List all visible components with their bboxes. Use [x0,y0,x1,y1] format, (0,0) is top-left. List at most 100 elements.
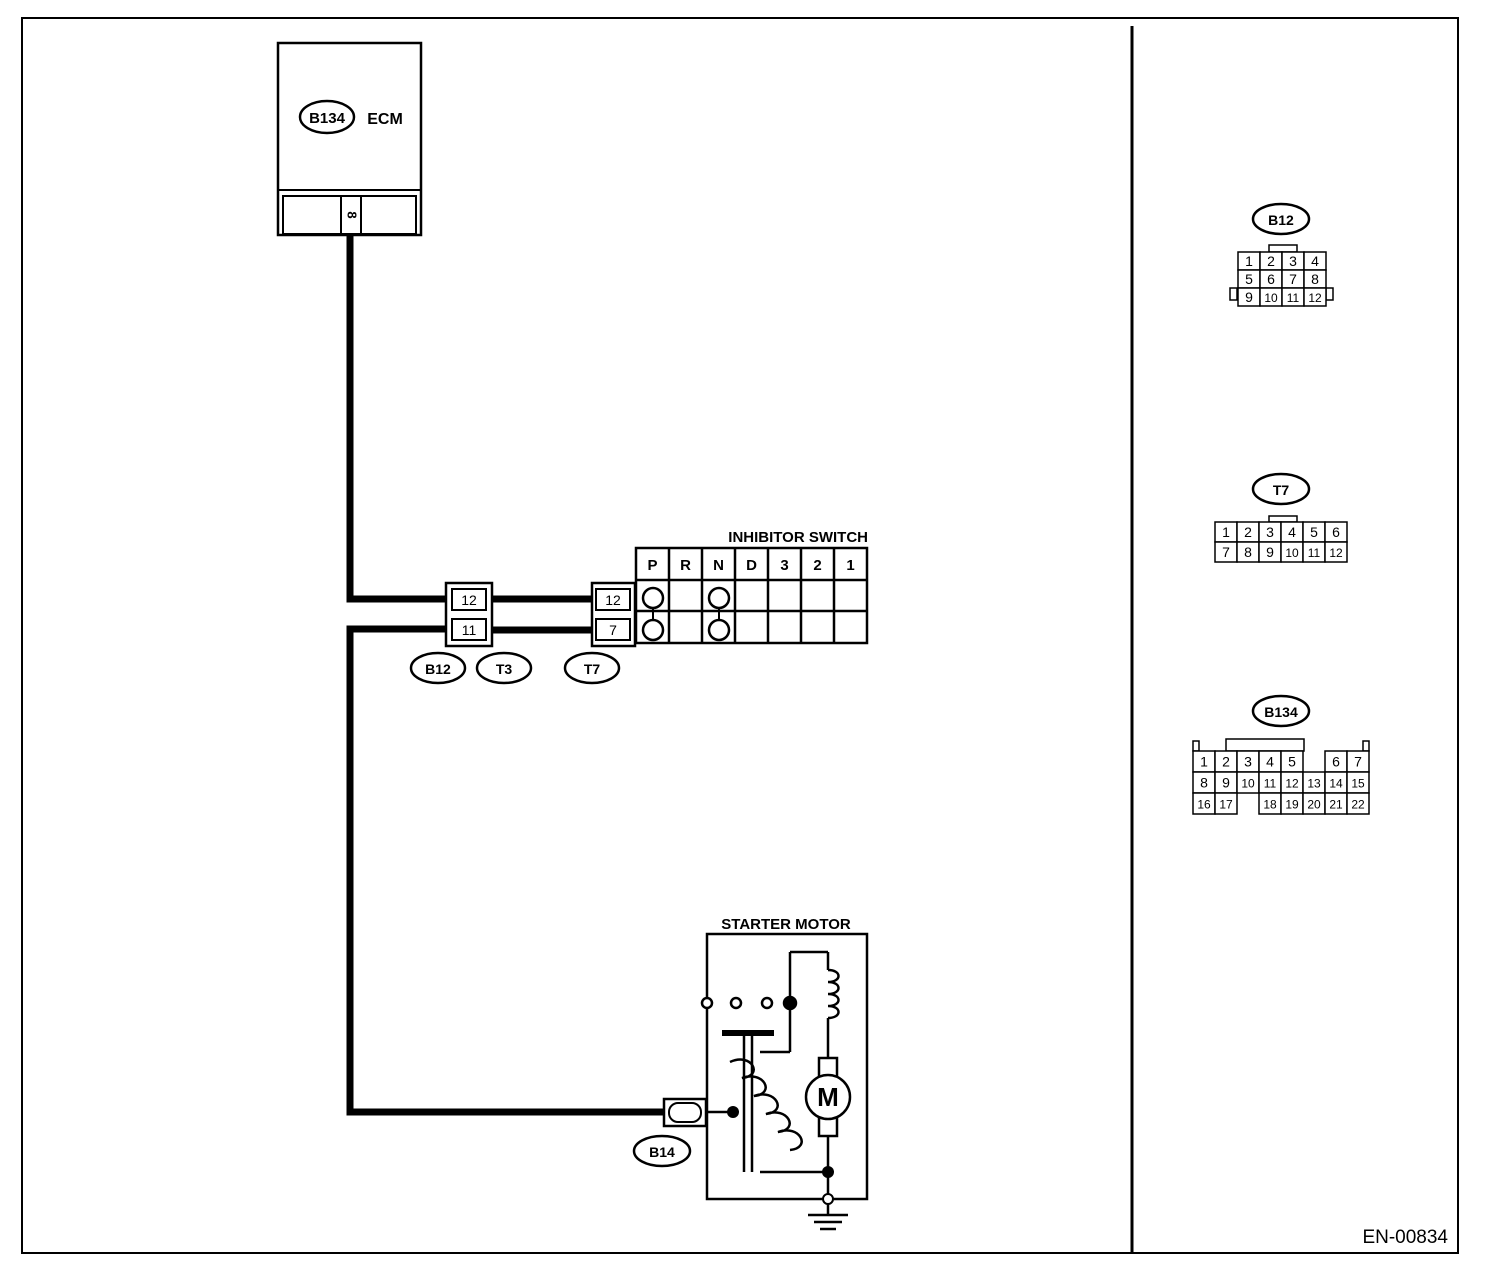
ecm-pin-label: 8 [345,211,360,218]
b12-pin-6: 6 [1267,271,1275,287]
connector-view-t7-label: T7 [1273,482,1290,498]
b134-pin-14: 14 [1329,777,1343,791]
b134-pin-12: 12 [1285,777,1299,791]
b134-pin-21: 21 [1329,798,1343,812]
connector-view-b12-badge [1251,202,1311,236]
junction-label-t7: T7 [584,661,601,677]
t7-pin-6: 6 [1332,524,1340,540]
inhibitor-switch-title: INHIBITOR SWITCH [728,529,868,546]
b12-pin-1: 1 [1245,253,1253,269]
contact-p-pin12 [641,586,665,610]
motor-junction-dot [822,1166,834,1178]
b134-pin-8: 8 [1200,775,1208,791]
b12-pin-11: 11 [1287,291,1300,305]
b12-pin-9: 9 [1245,289,1253,305]
inhibitor-position-p: P [647,557,657,574]
b134-pin-18: 18 [1263,798,1277,812]
t7-pin-2: 2 [1244,524,1252,540]
contact-p-pin7 [641,618,665,642]
t7-pin-9: 9 [1266,544,1274,560]
junction-right-pin-12: 12 [605,592,621,608]
inhibitor-position-2: 2 [813,557,821,574]
t7-pin-7: 7 [1222,544,1230,560]
b12-pin-8: 8 [1311,271,1319,287]
b134-cell [1214,792,1238,815]
inhibitor-position-d: D [746,557,757,574]
ecm-module: B134 ECM 8 [276,41,423,237]
b134-pin-16: 16 [1197,798,1211,812]
inhibitor-position-r: R [680,557,691,574]
connector-view-b134-label: B134 [1264,704,1298,720]
junction-badge-b12 [409,651,467,685]
inhibitor-switch-grid [634,546,869,645]
junction-left-pin-11: 11 [462,622,477,638]
b12-cell [1303,287,1327,307]
b134-pin-15: 15 [1351,777,1365,791]
ecm-connector-label: B134 [309,110,346,127]
inhibitor-position-n: N [713,557,724,574]
junction-labels: B12 T3 T7 [409,651,621,685]
t7-pin-11: 11 [1308,546,1321,560]
figure-code: EN-00834 [1362,1227,1448,1248]
wire-ecm-to-b12 [346,234,448,603]
b134-pin-13: 13 [1307,777,1321,791]
inhibitor-switch-headers: P R N D 3 2 1 [647,557,854,574]
t7-pin-3: 3 [1266,524,1274,540]
b134-pin-9: 9 [1222,775,1230,791]
harness-wires [346,234,664,1116]
b12-pin-3: 3 [1289,253,1297,269]
inhibitor-switch: INHIBITOR SWITCH P R N D 3 2 1 [634,529,869,645]
b134-pin-3: 3 [1244,754,1252,770]
junction-connector-t7: 12 7 [590,581,637,648]
motor-symbol: M [817,1082,839,1112]
t7-pin-12: 12 [1329,546,1343,560]
starter-motor-title: STARTER MOTOR [721,916,851,933]
inhibitor-position-3: 3 [780,557,788,574]
b134-pin-1: 1 [1200,754,1208,770]
junction-label-b12: B12 [425,661,451,677]
b134-pin-6: 6 [1332,754,1340,770]
solenoid-junction-dot [727,1106,739,1118]
b134-pin-22: 22 [1351,798,1365,812]
contact-n-pin7 [707,618,731,642]
connector-view-t7-badge [1251,472,1311,506]
b12-pin-10: 10 [1264,291,1278,305]
inhibitor-contacts [641,586,731,642]
ecm-connector-badge [298,99,356,135]
b12-pin-12: 12 [1308,291,1322,305]
connector-view-b134-badge [1251,694,1311,728]
junction-badge-t3 [475,651,533,685]
starter-motor-housing [705,932,869,1201]
junction-label-t3: T3 [496,661,513,677]
inhibitor-grid-frame [634,546,869,645]
starter-motor: STARTER MOTOR B14 [632,916,869,1231]
t7-pin-4: 4 [1288,524,1296,540]
b134-pin-10: 10 [1241,777,1255,791]
inhibitor-position-1: 1 [846,557,854,574]
t7-pin-8: 8 [1244,544,1252,560]
b134-pin-11: 11 [1264,777,1277,791]
b12-pin-4: 4 [1311,253,1319,269]
b134-pin-17: 17 [1219,798,1233,812]
junction-right-pin-7: 7 [609,622,617,638]
b12-pin-2: 2 [1267,253,1275,269]
b134-pin-2: 2 [1222,754,1230,770]
b12-pin-7: 7 [1289,271,1297,287]
b134-pin-5: 5 [1288,754,1296,770]
starter-internal-circuit [700,950,852,1231]
junction-connector-b12-t3: 12 11 [444,581,494,648]
t7-pin-5: 5 [1310,524,1318,540]
t7-pin-1: 1 [1222,524,1230,540]
b134-pin-4: 4 [1266,754,1274,770]
t7-cell [1324,541,1348,563]
b12-pin-5: 5 [1245,271,1253,287]
junction-badge-t7 [563,651,621,685]
connector-view-b12-label: B12 [1268,212,1294,228]
